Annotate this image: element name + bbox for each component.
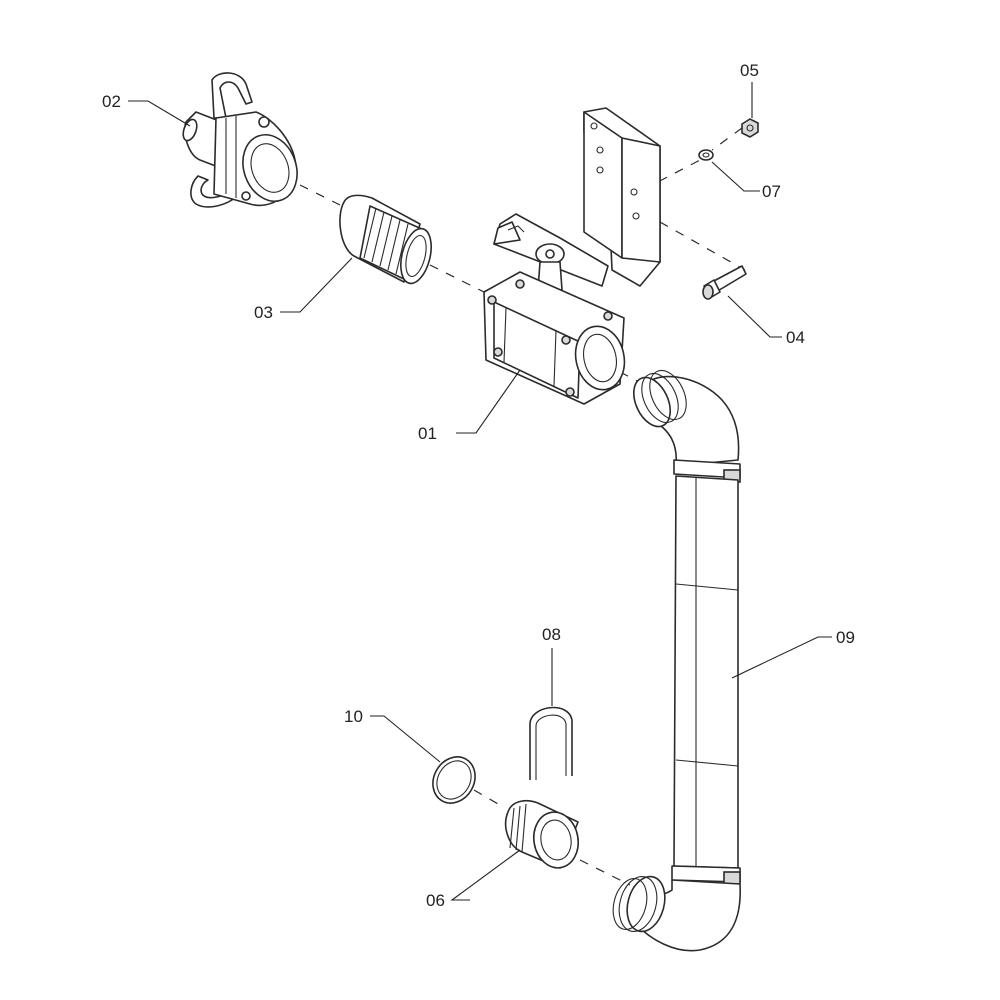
callout-label-10: 10 <box>344 707 363 726</box>
washer-part-07 <box>698 149 714 161</box>
u-clip-part-08 <box>529 706 573 780</box>
callout-label-01: 01 <box>418 424 437 443</box>
callout-label-04: 04 <box>786 328 805 347</box>
ball-valve-part-01 <box>483 107 661 405</box>
callout-label-09: 09 <box>836 628 855 647</box>
adapter-part-06 <box>504 799 580 869</box>
coupling-part-02 <box>182 72 298 208</box>
nut-part-05 <box>741 118 759 138</box>
pipe-assembly-part-09 <box>612 369 741 952</box>
hose-tail-part-03 <box>339 194 432 285</box>
bolt-part-04 <box>702 265 747 300</box>
callout-label-05: 05 <box>740 61 759 80</box>
o-ring-part-10 <box>432 756 476 804</box>
callout-labels: 01 02 03 04 05 06 07 08 09 10 <box>102 61 855 910</box>
callout-label-08: 08 <box>542 625 561 644</box>
callout-label-02: 02 <box>102 92 121 111</box>
callout-leaders <box>128 82 832 901</box>
callout-label-03: 03 <box>254 303 273 322</box>
callout-label-06: 06 <box>426 891 445 910</box>
callout-label-07: 07 <box>762 182 781 201</box>
